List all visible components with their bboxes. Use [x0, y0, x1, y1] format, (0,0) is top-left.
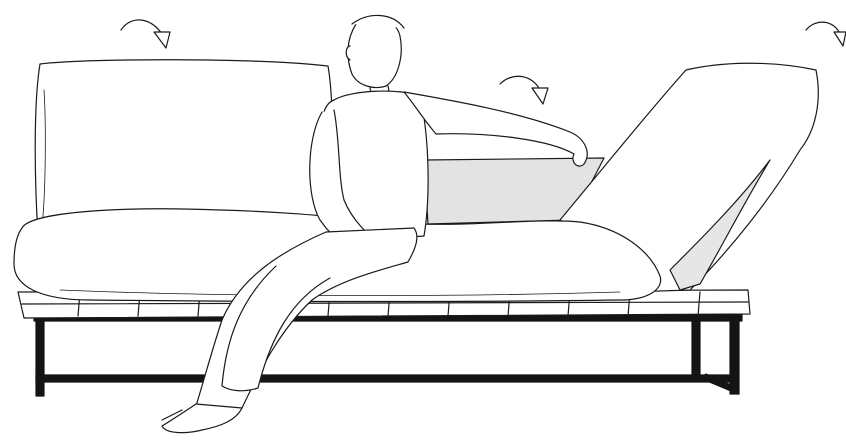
- futon-metal-base: [34, 312, 742, 396]
- curved-arrow-icon: [121, 20, 170, 48]
- curved-arrow-icon: [500, 76, 548, 104]
- curved-arrow-icon: [806, 22, 846, 46]
